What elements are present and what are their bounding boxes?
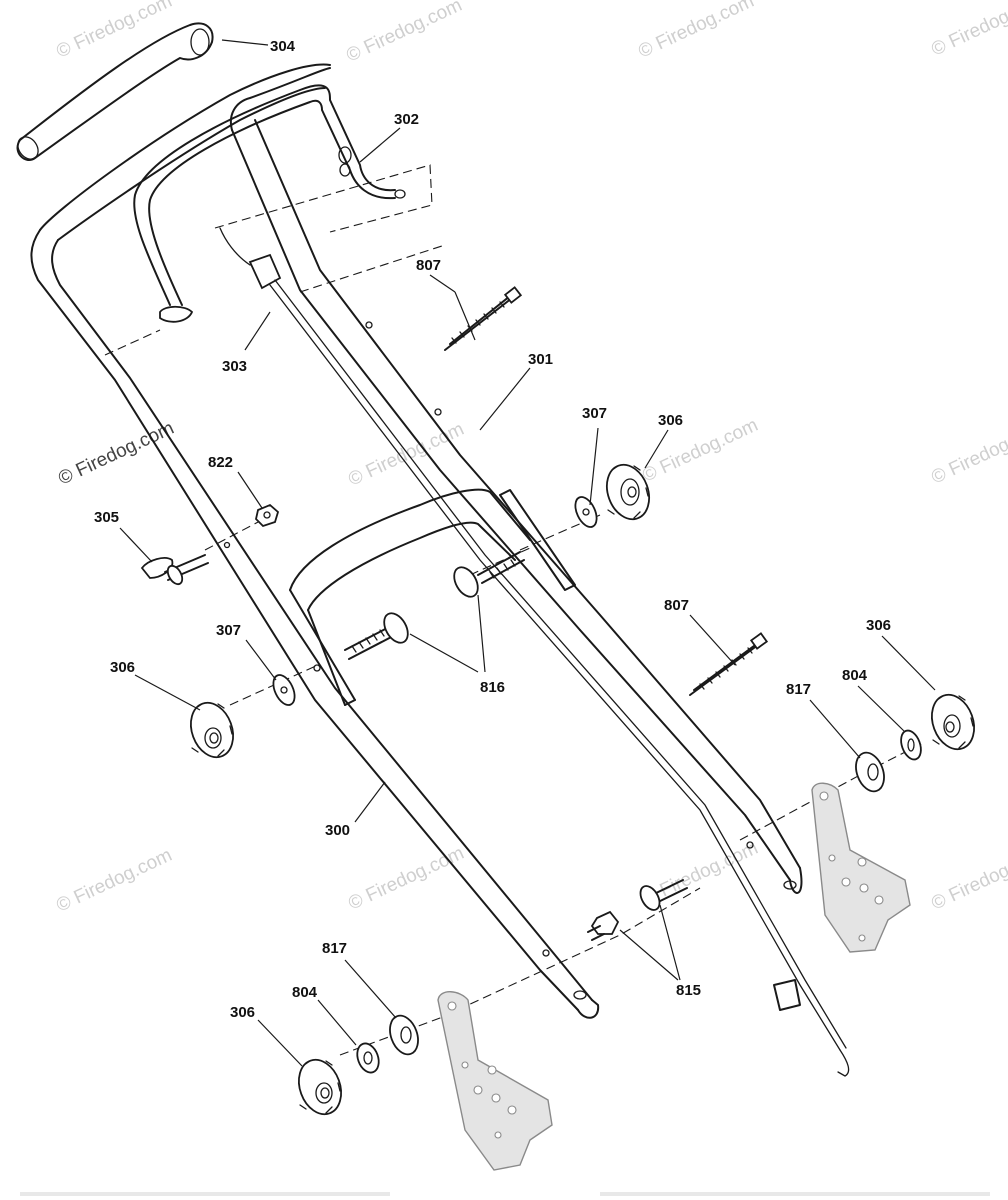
watermark: © Firedog.com — [345, 843, 467, 915]
callouts: 304 302 807 303 301 307 306 822 305 807 … — [94, 38, 891, 1021]
callout-307-top: 307 — [582, 405, 607, 422]
callout-816: 816 — [480, 679, 505, 696]
nut-822 — [255, 503, 280, 528]
watermark: © Firedog.com — [635, 0, 757, 63]
bushing-817-right — [855, 751, 885, 793]
watermark: © Firedog.com — [53, 845, 175, 917]
callout-304: 304 — [270, 38, 296, 55]
control-bail-302 — [133, 84, 406, 323]
washer-307-top — [574, 496, 598, 528]
control-cable-303 — [219, 227, 850, 1077]
knob-306-mid — [606, 463, 650, 521]
callout-817-bottom: 817 — [322, 940, 347, 957]
washer-804-bottom — [356, 1042, 380, 1074]
deck-bracket-left — [437, 991, 553, 1171]
callout-822: 822 — [208, 454, 233, 471]
knob-306-left — [190, 701, 234, 759]
callout-815: 815 — [676, 982, 701, 999]
watermark: © Firedog.com — [928, 0, 1008, 61]
bottom-edge-strip — [20, 1192, 390, 1196]
watermark: © Firedog.com — [55, 418, 177, 490]
callout-302: 302 — [394, 111, 419, 128]
callout-306-left: 306 — [110, 659, 135, 676]
callout-307-left: 307 — [216, 622, 241, 639]
bottom-edge-strip — [600, 1192, 990, 1196]
watermark: © Firedog.com — [53, 0, 175, 63]
callout-303: 303 — [222, 358, 247, 375]
callout-807-top: 807 — [416, 257, 441, 274]
cable-tie-807-mid — [689, 632, 769, 696]
leader-lines — [119, 39, 936, 1067]
callout-804-bottom: 804 — [292, 984, 318, 1001]
callout-306-mid: 306 — [658, 412, 683, 429]
bolt-305 — [140, 554, 209, 586]
upper-handle-300 — [30, 63, 600, 1019]
callout-306-right: 306 — [866, 617, 891, 634]
watermark: © Firedog.com — [928, 843, 1008, 915]
cable-tie-807-top — [444, 286, 523, 351]
watermark: © Firedog.com — [343, 0, 465, 67]
callout-305: 305 — [94, 509, 119, 526]
bushing-817-bottom — [389, 1014, 419, 1056]
deck-bracket-right — [811, 782, 911, 953]
carriage-bolt-816-upper — [453, 551, 525, 598]
callout-817-right: 817 — [786, 681, 811, 698]
washer-307-left — [272, 674, 296, 706]
assembly-guides — [104, 164, 926, 1056]
watermark: © Firedog.com — [928, 417, 1008, 489]
knob-306-right — [931, 693, 975, 751]
knob-306-bottom — [298, 1058, 342, 1116]
shoulder-bolt-815-upper — [639, 879, 688, 911]
callout-301: 301 — [528, 351, 553, 368]
callout-804-right: 804 — [842, 667, 868, 684]
callout-807-mid: 807 — [664, 597, 689, 614]
washer-804-right — [900, 729, 922, 761]
grip-tube-304 — [16, 22, 214, 161]
shoulder-bolt-815-lower — [587, 910, 620, 941]
callout-300: 300 — [325, 822, 350, 839]
callout-306-bottom: 306 — [230, 1004, 255, 1021]
carriage-bolt-816-lower — [344, 612, 409, 660]
handle-bar-301 — [230, 67, 803, 894]
